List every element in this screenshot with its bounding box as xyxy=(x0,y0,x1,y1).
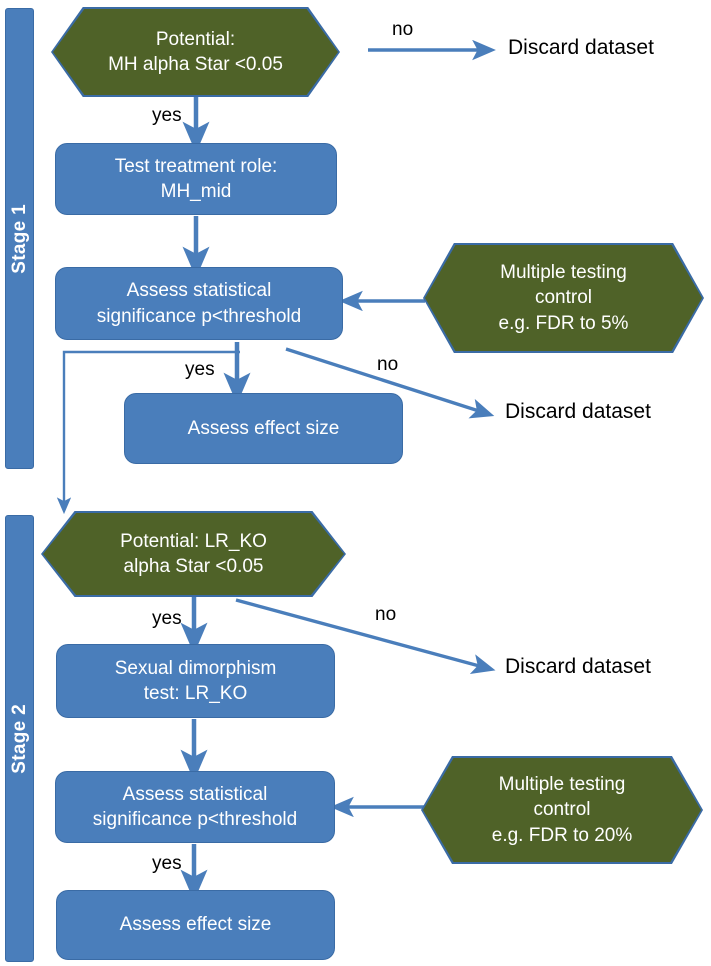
stage2-mtc-line1: Multiple testing xyxy=(498,774,626,796)
stage1-assess-effect-size-node[interactable]: Assess effect size xyxy=(124,393,403,464)
stage2-test-line1: Sexual dimorphism xyxy=(114,657,277,679)
stage1-edge-label-yes-sig: yes xyxy=(185,359,215,380)
stage2-multiple-testing-control-node[interactable]: Multiple testing control e.g. FDR to 20% xyxy=(423,758,701,862)
stage2-mtc-line2: control xyxy=(533,799,591,821)
stage1-mtc-line1: Multiple testing xyxy=(500,262,627,284)
stage2-edge-label-no: no xyxy=(375,604,397,625)
stage2-assess-significance-node[interactable]: Assess statistical significance p<thresh… xyxy=(55,771,335,843)
stage2-decision-line2: alpha Star <0.05 xyxy=(123,556,264,577)
stage-rail-2-label: Stage 2 xyxy=(8,703,30,774)
stage2-mtc-line3: e.g. FDR to 20% xyxy=(491,824,633,846)
stage2-discard-dataset: Discard dataset xyxy=(505,655,651,678)
stage1-assess-sig-line2: significance p<threshold xyxy=(96,305,302,327)
stage2-effect-size-line1: Assess effect size xyxy=(119,914,272,936)
stage1-discard-dataset-top: Discard dataset xyxy=(508,36,654,59)
stage2-sexual-dimorphism-test-node[interactable]: Sexual dimorphism test: LR_KO xyxy=(56,644,335,718)
stage1-test-line2: MH_mid xyxy=(160,181,232,202)
stage1-assess-significance-node[interactable]: Assess statistical significance p<thresh… xyxy=(55,267,343,340)
stage1-assess-sig-line1: Assess statistical xyxy=(126,280,272,302)
stage2-decision-node[interactable]: Potential: LR_KO alpha Star <0.05 xyxy=(43,513,344,595)
stage-rail-1-label: Stage 1 xyxy=(8,203,30,274)
stage2-decision-line1: Potential: LR_KO xyxy=(120,530,267,552)
stage1-multiple-testing-control-node[interactable]: Multiple testing control e.g. FDR to 5% xyxy=(425,245,702,351)
stage1-decision-line2: MH alpha Star <0.05 xyxy=(108,54,283,75)
stage1-edge-label-yes-top: yes xyxy=(152,105,182,126)
stage1-discard-dataset-mid: Discard dataset xyxy=(505,400,651,423)
stage1-decision-line1: Potential: xyxy=(155,28,236,50)
stage1-test-treatment-role-node[interactable]: Test treatment role: MH_mid xyxy=(55,143,337,215)
stage1-edge-label-no-top: no xyxy=(392,19,414,40)
stage1-mtc-line3: e.g. FDR to 5% xyxy=(498,312,629,334)
stage-rail-2: Stage 2 xyxy=(5,515,34,962)
stage2-test-line2: test: LR_KO xyxy=(143,683,248,704)
stage2-assess-sig-line2: significance p<threshold xyxy=(92,809,298,830)
stage2-assess-sig-line1: Assess statistical xyxy=(122,783,268,805)
stage1-test-line1: Test treatment role: xyxy=(114,155,278,177)
stage2-edge-label-yes-decision: yes xyxy=(152,608,182,629)
stage2-edge-label-yes-sig: yes xyxy=(152,853,182,874)
stage1-decision-node[interactable]: Potential: MH alpha Star <0.05 xyxy=(53,9,338,95)
stage1-edge-label-no-sig: no xyxy=(377,354,399,375)
stage1-mtc-line2: control xyxy=(534,287,592,309)
stage2-assess-effect-size-node[interactable]: Assess effect size xyxy=(56,890,335,960)
stage-rail-1: Stage 1 xyxy=(5,8,34,469)
stage1-effect-size-line1: Assess effect size xyxy=(187,417,340,439)
